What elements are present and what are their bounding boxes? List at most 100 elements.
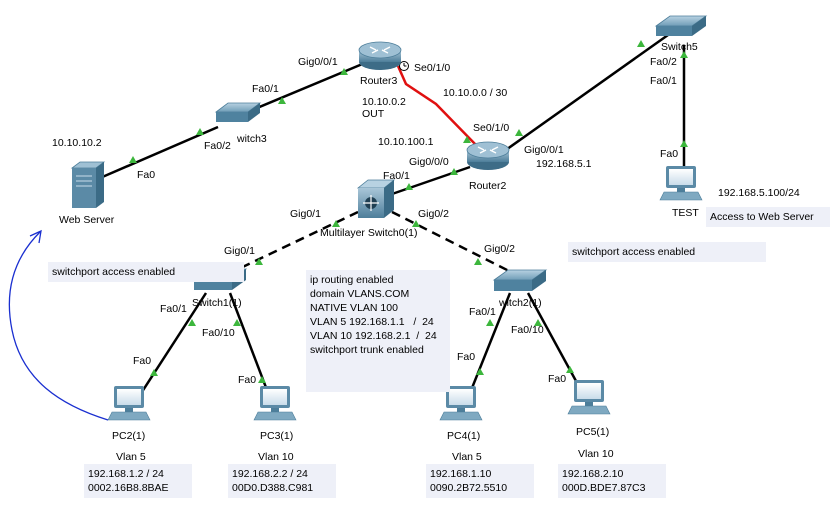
access-web-server-note: Access to Web Server [706,207,830,227]
multilayer-config-note: ip routing enabled domain VLANS.COM NATI… [306,270,450,392]
port-label: Fa0/2 [650,56,677,68]
port-label: Fa0/1 [252,83,279,95]
port-up-indicator [332,220,340,227]
pc5-address-box: 192.168.2.10 000D.BDE7.87C3 [558,464,666,498]
port-up-indicator [566,366,574,373]
serial-link-router3-router2 [396,65,477,146]
port-up-indicator [188,319,196,326]
port-up-indicator [450,168,458,175]
pc3-icon[interactable] [253,386,297,421]
switchport-access-note-right: switchport access enabled [568,242,766,262]
link-switch3-webserver [99,125,219,180]
switch5-label: Switch5 [661,41,698,53]
port-up-indicator [476,368,484,375]
switch3-icon[interactable] [214,102,262,122]
port-label: Fa0 [133,355,152,367]
port-label: Gig0/2 [484,243,515,255]
port-up-indicator [486,319,494,326]
port-label: Fa0 [137,169,156,181]
web-server-label: Web Server [59,214,115,226]
port-up-indicator [340,68,348,75]
port-label: Fa0/2 [204,140,231,152]
port-label: Gig0/0/0 [409,156,449,168]
switchport-access-note-left: switchport access enabled [48,262,244,282]
switch2-icon[interactable] [492,269,548,291]
port-up-indicator [150,369,158,376]
port-up-indicator [233,319,241,326]
port-up-indicator [196,128,204,135]
multilayer-switch-icon[interactable] [356,179,396,218]
test-pc-label: TEST [672,207,699,219]
port-label: Fa0/1 [650,75,677,87]
test-pc-ip: 192.168.5.100/24 [718,187,800,199]
pc2-label: PC2(1) [112,430,146,442]
switch5-icon[interactable] [654,15,708,36]
link-router2-multilayer [391,165,471,196]
clock-icon [399,61,409,71]
link-router3-switch3 [244,58,373,115]
router3-icon[interactable] [358,41,402,70]
port-up-indicator [463,136,471,143]
router2-label: Router2 [469,180,507,192]
port-label: Fa0 [548,373,567,385]
switch3-label: witch3 [237,133,267,145]
server-icon[interactable] [70,161,106,208]
port-label: Fa0/1 [469,306,496,318]
pc2-vlan: Vlan 5 [116,451,146,463]
port-label: Gig0/2 [418,208,449,220]
port-up-indicator [405,183,413,190]
port-label: Gig0/1 [224,245,255,257]
router3-label: Router3 [360,75,398,87]
pc5-label: PC5(1) [576,426,610,438]
port-label: Fa0 [660,148,679,160]
port-label: Gig0/0/1 [524,144,564,156]
router2-gig-ip: 192.168.5.1 [536,158,592,170]
port-up-indicator [680,140,688,147]
port-label: Fa0 [457,351,476,363]
trunk-multilayer-switch2 [391,210,516,276]
link-switch2-pc4 [466,292,512,399]
port-up-indicator [534,319,542,326]
switch1-label: Switch1(1) [192,297,242,309]
serial-network: 10.10.0.0 / 30 [443,87,508,99]
pc2-icon[interactable] [107,386,151,421]
port-label: Fa0/10 [511,324,544,336]
port-up-indicator [474,258,482,265]
pc3-label: PC3(1) [260,430,294,442]
link-router2-switch5 [502,33,669,154]
link-switch2-pc5 [526,292,584,393]
trunk-multilayer-switch1 [229,210,359,275]
port-up-indicator [412,220,420,227]
router3-ip: 10.10.0.2 OUT [362,96,406,120]
port-up-indicator [680,51,688,58]
link-switch1-pc2 [136,292,208,399]
port-up-indicator [255,258,263,265]
annotation-arrow [8,229,109,421]
router2-lan-ip: 10.10.100.1 [378,136,434,148]
port-label: Fa0 [238,374,257,386]
port-up-indicator [129,156,137,163]
multilayer-switch-label: Multilayer Switch0(1) [320,227,418,239]
port-up-indicator [637,40,645,47]
port-label: Fa0/10 [202,327,235,339]
port-label: Gig0/0/1 [298,56,338,68]
port-status-indicators [129,40,688,383]
pc4-vlan: Vlan 5 [452,451,482,463]
port-label: Se0/1/0 [414,62,451,74]
pc4-icon[interactable] [439,386,483,421]
port-up-indicator [258,376,266,383]
port-label: Gig0/1 [290,208,321,220]
pc4-label: PC4(1) [447,430,481,442]
test-pc-icon[interactable] [659,166,703,201]
port-label: Se0/1/0 [473,122,510,134]
pc2-address-box: 192.168.1.2 / 24 0002.16B8.8BAE [84,464,192,498]
web-server-ip: 10.10.10.2 [52,137,102,149]
port-up-indicator [278,97,286,104]
pc3-address-box: 192.168.2.2 / 24 00D0.D388.C981 [228,464,336,498]
pc5-icon[interactable] [567,380,611,415]
switch2-label: witch2(1) [499,297,542,309]
pc5-vlan: Vlan 10 [578,448,614,460]
router2-icon[interactable] [466,141,510,170]
port-up-indicator [515,129,523,136]
